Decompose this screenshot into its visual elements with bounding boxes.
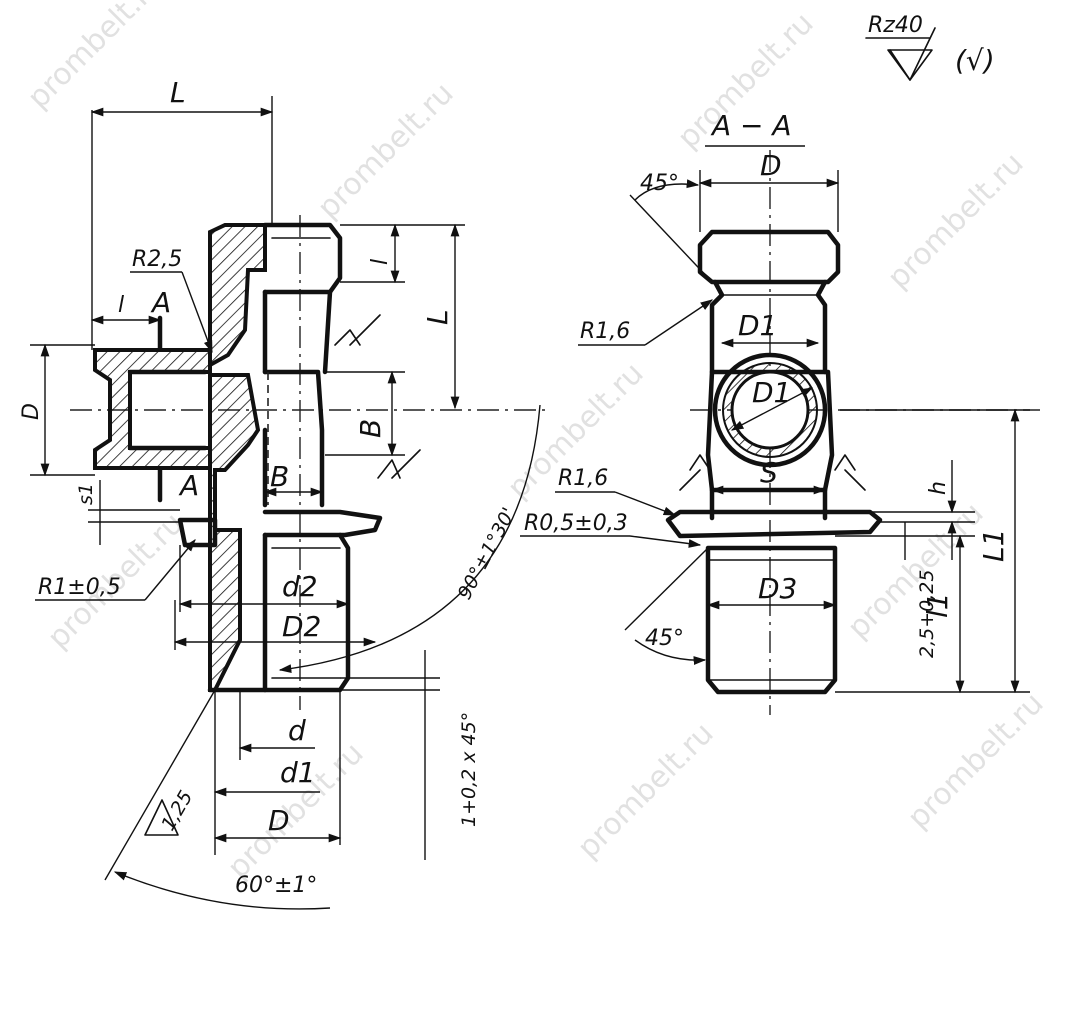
section-mark-top: A	[150, 286, 171, 319]
dim-h: h	[926, 481, 951, 495]
dim-D1-outer: D1	[738, 309, 777, 342]
chamfer-label: 1+0,2 x 45°	[458, 712, 480, 827]
left-view: L R2,5 l A A D s1 R1±0,5 l L	[19, 76, 545, 910]
dim-d2: d2	[282, 570, 318, 603]
dim-l1: l1	[921, 592, 954, 618]
tolerance-label: 2,5+0,25	[916, 570, 938, 658]
dim-D1-inner: D1	[752, 376, 791, 409]
section-view: A − A D 45° R1,6	[520, 109, 1040, 715]
watermark: prombelt.ru	[571, 716, 721, 866]
watermark: prombelt.ru	[901, 686, 1051, 836]
dim-d: d	[288, 714, 306, 747]
label-R05: R0,5±0,3	[524, 511, 628, 536]
roughness-value: Rz40	[868, 13, 923, 38]
dim-D-bottom: D	[268, 804, 290, 837]
angle-45-top: 45°	[640, 171, 679, 196]
dim-D2: D2	[282, 610, 321, 643]
label-R16-top: R1,6	[580, 319, 630, 344]
left-stub-hatch	[93, 348, 212, 470]
dim-B-inner: B	[270, 460, 289, 493]
dim-d1: d1	[280, 756, 316, 789]
dim-l-upper: l	[368, 259, 393, 265]
dim-s1: s1	[75, 483, 97, 505]
label-R1: R1±0,5	[38, 575, 121, 600]
dim-S: S	[760, 456, 778, 489]
roughness-other: (√)	[955, 44, 995, 77]
dim-l-flange: l	[118, 293, 124, 318]
dim-B-right: B	[354, 419, 387, 438]
dim-L1: L1	[977, 529, 1010, 562]
angle-60: 60°±1°	[235, 873, 317, 898]
label-R16-mid: R1,6	[558, 466, 608, 491]
label-R25: R2,5	[132, 247, 182, 272]
dim-D-top: D	[760, 149, 782, 182]
watermark: prombelt.ru	[311, 76, 461, 226]
watermark: prombelt.ru	[21, 0, 171, 116]
body-section-hatch	[208, 223, 267, 692]
dim-L-right: L	[421, 309, 454, 325]
section-title: A − A	[710, 109, 792, 142]
angle-45-bottom: 45°	[645, 626, 684, 651]
roughness-125: 1,25	[157, 787, 197, 835]
dim-L-top: L	[170, 76, 186, 109]
angle-90: 90°±1°30'	[454, 504, 521, 603]
dim-D-left: D	[19, 403, 44, 420]
dim-D3: D3	[758, 572, 797, 605]
section-mark-bottom: A	[178, 469, 199, 502]
roughness-symbol: Rz40 (√)	[865, 13, 995, 81]
watermark: prombelt.ru	[881, 146, 1031, 296]
